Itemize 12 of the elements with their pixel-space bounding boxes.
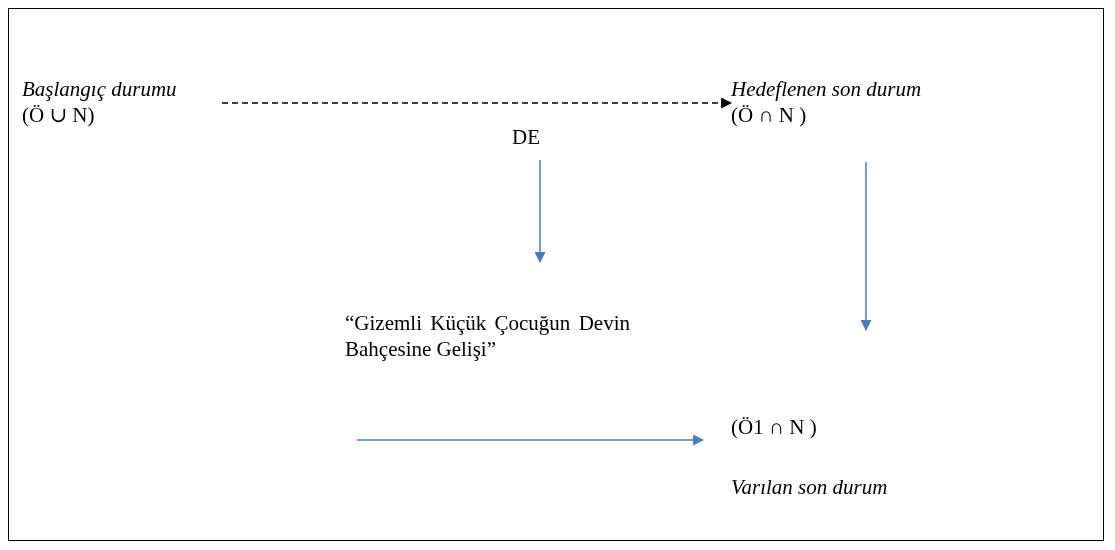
arrow xyxy=(221,97,733,109)
arrow xyxy=(534,159,546,264)
state-text: “Gizemli Küçük Çocuğun Devin Bahçesine Gelişi” xyxy=(345,309,630,362)
state-text: (Ö ∩ N ) xyxy=(731,102,808,129)
arrow xyxy=(356,434,705,446)
state-heading: Başlangıç durumu xyxy=(22,76,178,103)
state-heading: Hedeflenen son durum xyxy=(731,76,923,103)
state-text: (Ö1 ∩ N ) xyxy=(731,414,818,441)
state-text: DE xyxy=(512,124,541,151)
state-text: (Ö ∪ N) xyxy=(22,102,96,129)
state-text: Varılan son durum xyxy=(731,474,889,501)
arrow xyxy=(860,161,872,332)
